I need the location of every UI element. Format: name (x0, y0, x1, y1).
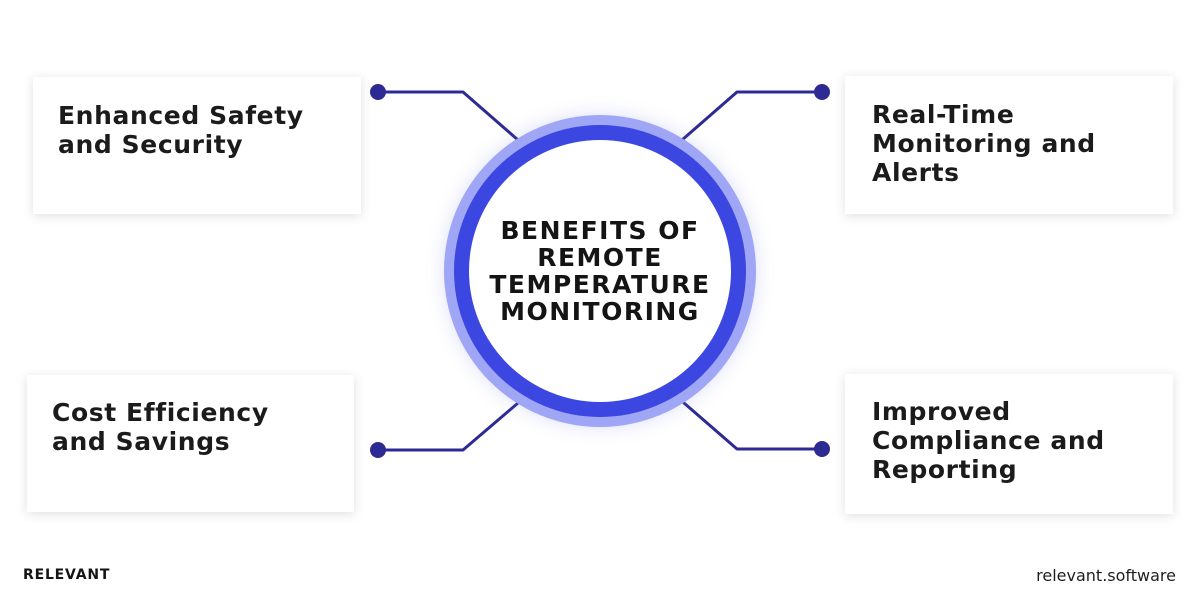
connector-bottom-left (376, 401, 520, 452)
center-circle: BENEFITS OF REMOTE TEMPERATURE MONITORIN… (444, 115, 756, 427)
center-circle-body: BENEFITS OF REMOTE TEMPERATURE MONITORIN… (469, 140, 731, 402)
connector-dot-top-right (814, 84, 830, 100)
benefit-card-top-left: Enhanced Safety and Security (33, 77, 361, 214)
benefit-label: Enhanced Safety and Security (58, 101, 304, 159)
benefit-label: Cost Efficiency and Savings (52, 398, 269, 456)
center-title: BENEFITS OF REMOTE TEMPERATURE MONITORIN… (489, 216, 711, 326)
website-link[interactable]: relevant.software (1036, 566, 1176, 585)
connector-dot-bottom-right (814, 441, 830, 457)
brand-logo: RELEVANT (23, 567, 111, 583)
connector-dot-top-left (370, 84, 386, 100)
connector-dot-bottom-left (370, 442, 386, 458)
connector-top-right (680, 90, 824, 142)
benefit-label: Improved Compliance and Reporting (872, 397, 1105, 484)
benefit-card-top-right: Real-Time Monitoring and Alerts (845, 76, 1173, 214)
connector-top-left (376, 90, 520, 142)
benefit-card-bottom-left: Cost Efficiency and Savings (27, 375, 354, 512)
center-circle-ring: BENEFITS OF REMOTE TEMPERATURE MONITORIN… (454, 125, 746, 417)
benefit-card-bottom-right: Improved Compliance and Reporting (845, 374, 1173, 514)
connector-bottom-right (682, 401, 824, 451)
benefit-label: Real-Time Monitoring and Alerts (872, 100, 1096, 187)
